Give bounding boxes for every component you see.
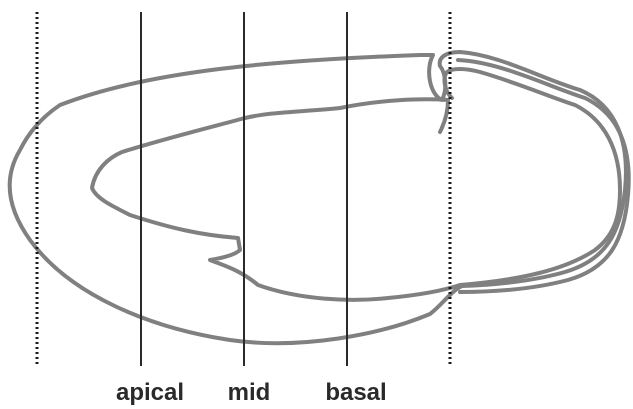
basal-label: basal xyxy=(325,379,386,406)
apical-label: apical xyxy=(116,379,184,406)
mid-label: mid xyxy=(228,379,271,406)
inner-cavity-contour xyxy=(92,69,620,300)
